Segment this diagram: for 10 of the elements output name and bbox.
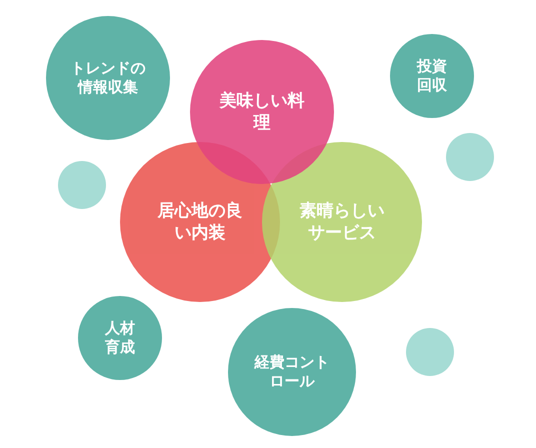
circle-label: 経費コントロール [253, 352, 330, 392]
dot-circle [406, 328, 454, 376]
circle-label: 素晴らしいサービス [298, 200, 386, 244]
dot-circle [446, 133, 494, 181]
circle-label: 投資回収 [416, 56, 448, 96]
circle-label: 美味しい料理 [218, 90, 306, 134]
circle-label: トレンドの情報収集 [70, 58, 146, 98]
circle-label: 人材育成 [104, 318, 136, 358]
dot-circle [58, 161, 106, 209]
circle-label: 居心地の良い内装 [156, 200, 244, 244]
